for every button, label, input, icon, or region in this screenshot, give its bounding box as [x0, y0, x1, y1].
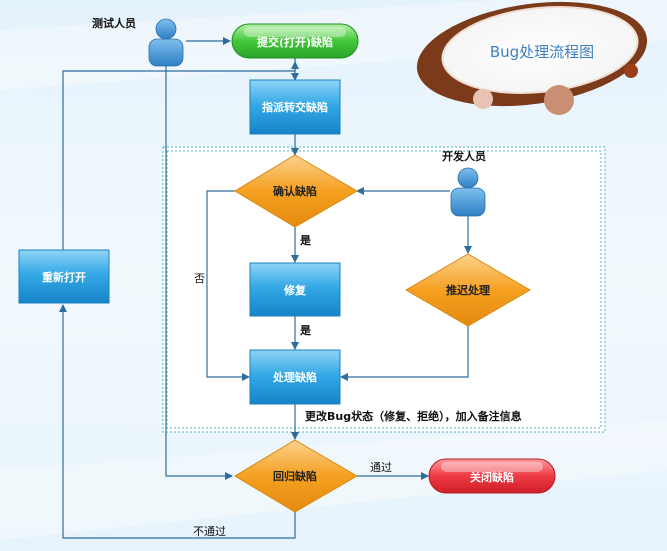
tester-label: 测试人员 — [92, 16, 136, 30]
node-reopen-label: 重新打开 — [42, 270, 86, 284]
node-fix[interactable]: 修复 — [249, 262, 341, 317]
node-reopen[interactable]: 重新打开 — [18, 249, 110, 304]
edge-regress-reopen — [59, 304, 296, 539]
node-assign-label: 指派转交缺陷 — [262, 100, 328, 114]
node-handle[interactable]: 处理缺陷 — [249, 349, 341, 405]
edge-reopen-submit — [62, 61, 299, 250]
node-defer-label: 推迟处理 — [446, 283, 490, 297]
node-submit[interactable]: 提交(打开)缺陷 — [231, 23, 359, 59]
edge-label-fail: 不通过 — [193, 525, 226, 538]
edge-label-yes-fix: 是 — [299, 324, 312, 337]
node-close-label: 关闭缺陷 — [470, 470, 514, 484]
deco-circle-small — [473, 89, 493, 109]
developer-label: 开发人员 — [442, 149, 486, 163]
edge-label-no: 否 — [194, 272, 205, 285]
edge-tester-regress — [165, 66, 233, 480]
node-handle-label: 处理缺陷 — [272, 370, 317, 384]
edge-label-pass: 通过 — [370, 461, 392, 474]
node-confirm-label: 确认缺陷 — [273, 184, 317, 198]
deco-circle-large — [544, 85, 574, 115]
edge-defer-handle — [340, 326, 469, 381]
edge-confirm-handle-no — [206, 190, 250, 381]
node-regress[interactable]: 回归缺陷 — [234, 439, 358, 513]
deco-circle-dot — [624, 64, 638, 78]
node-submit-label: 提交(打开)缺陷 — [257, 35, 333, 49]
developer-zone — [163, 147, 605, 432]
node-regress-label: 回归缺陷 — [273, 469, 317, 483]
node-confirm[interactable]: 确认缺陷 — [234, 154, 358, 228]
edge-label-update-note: 更改Bug状态（修复、拒绝），加入备注信息 — [305, 409, 522, 423]
node-assign[interactable]: 指派转交缺陷 — [249, 79, 341, 135]
developer-person-icon — [450, 167, 486, 217]
node-close[interactable]: 关闭缺陷 — [428, 458, 556, 494]
node-defer[interactable]: 推迟处理 — [405, 253, 531, 327]
title-oval — [441, 5, 639, 95]
diagram-title: Bug处理流程图 — [490, 43, 594, 61]
edge-label-yes-confirm: 是 — [299, 234, 312, 247]
developer-zone-border-outer — [162, 146, 606, 433]
tester-person-icon — [148, 18, 184, 67]
connectors — [59, 37, 472, 539]
title-decoration — [416, 1, 648, 115]
node-fix-label: 修复 — [283, 283, 307, 297]
developer-zone-border-inner — [166, 150, 602, 429]
